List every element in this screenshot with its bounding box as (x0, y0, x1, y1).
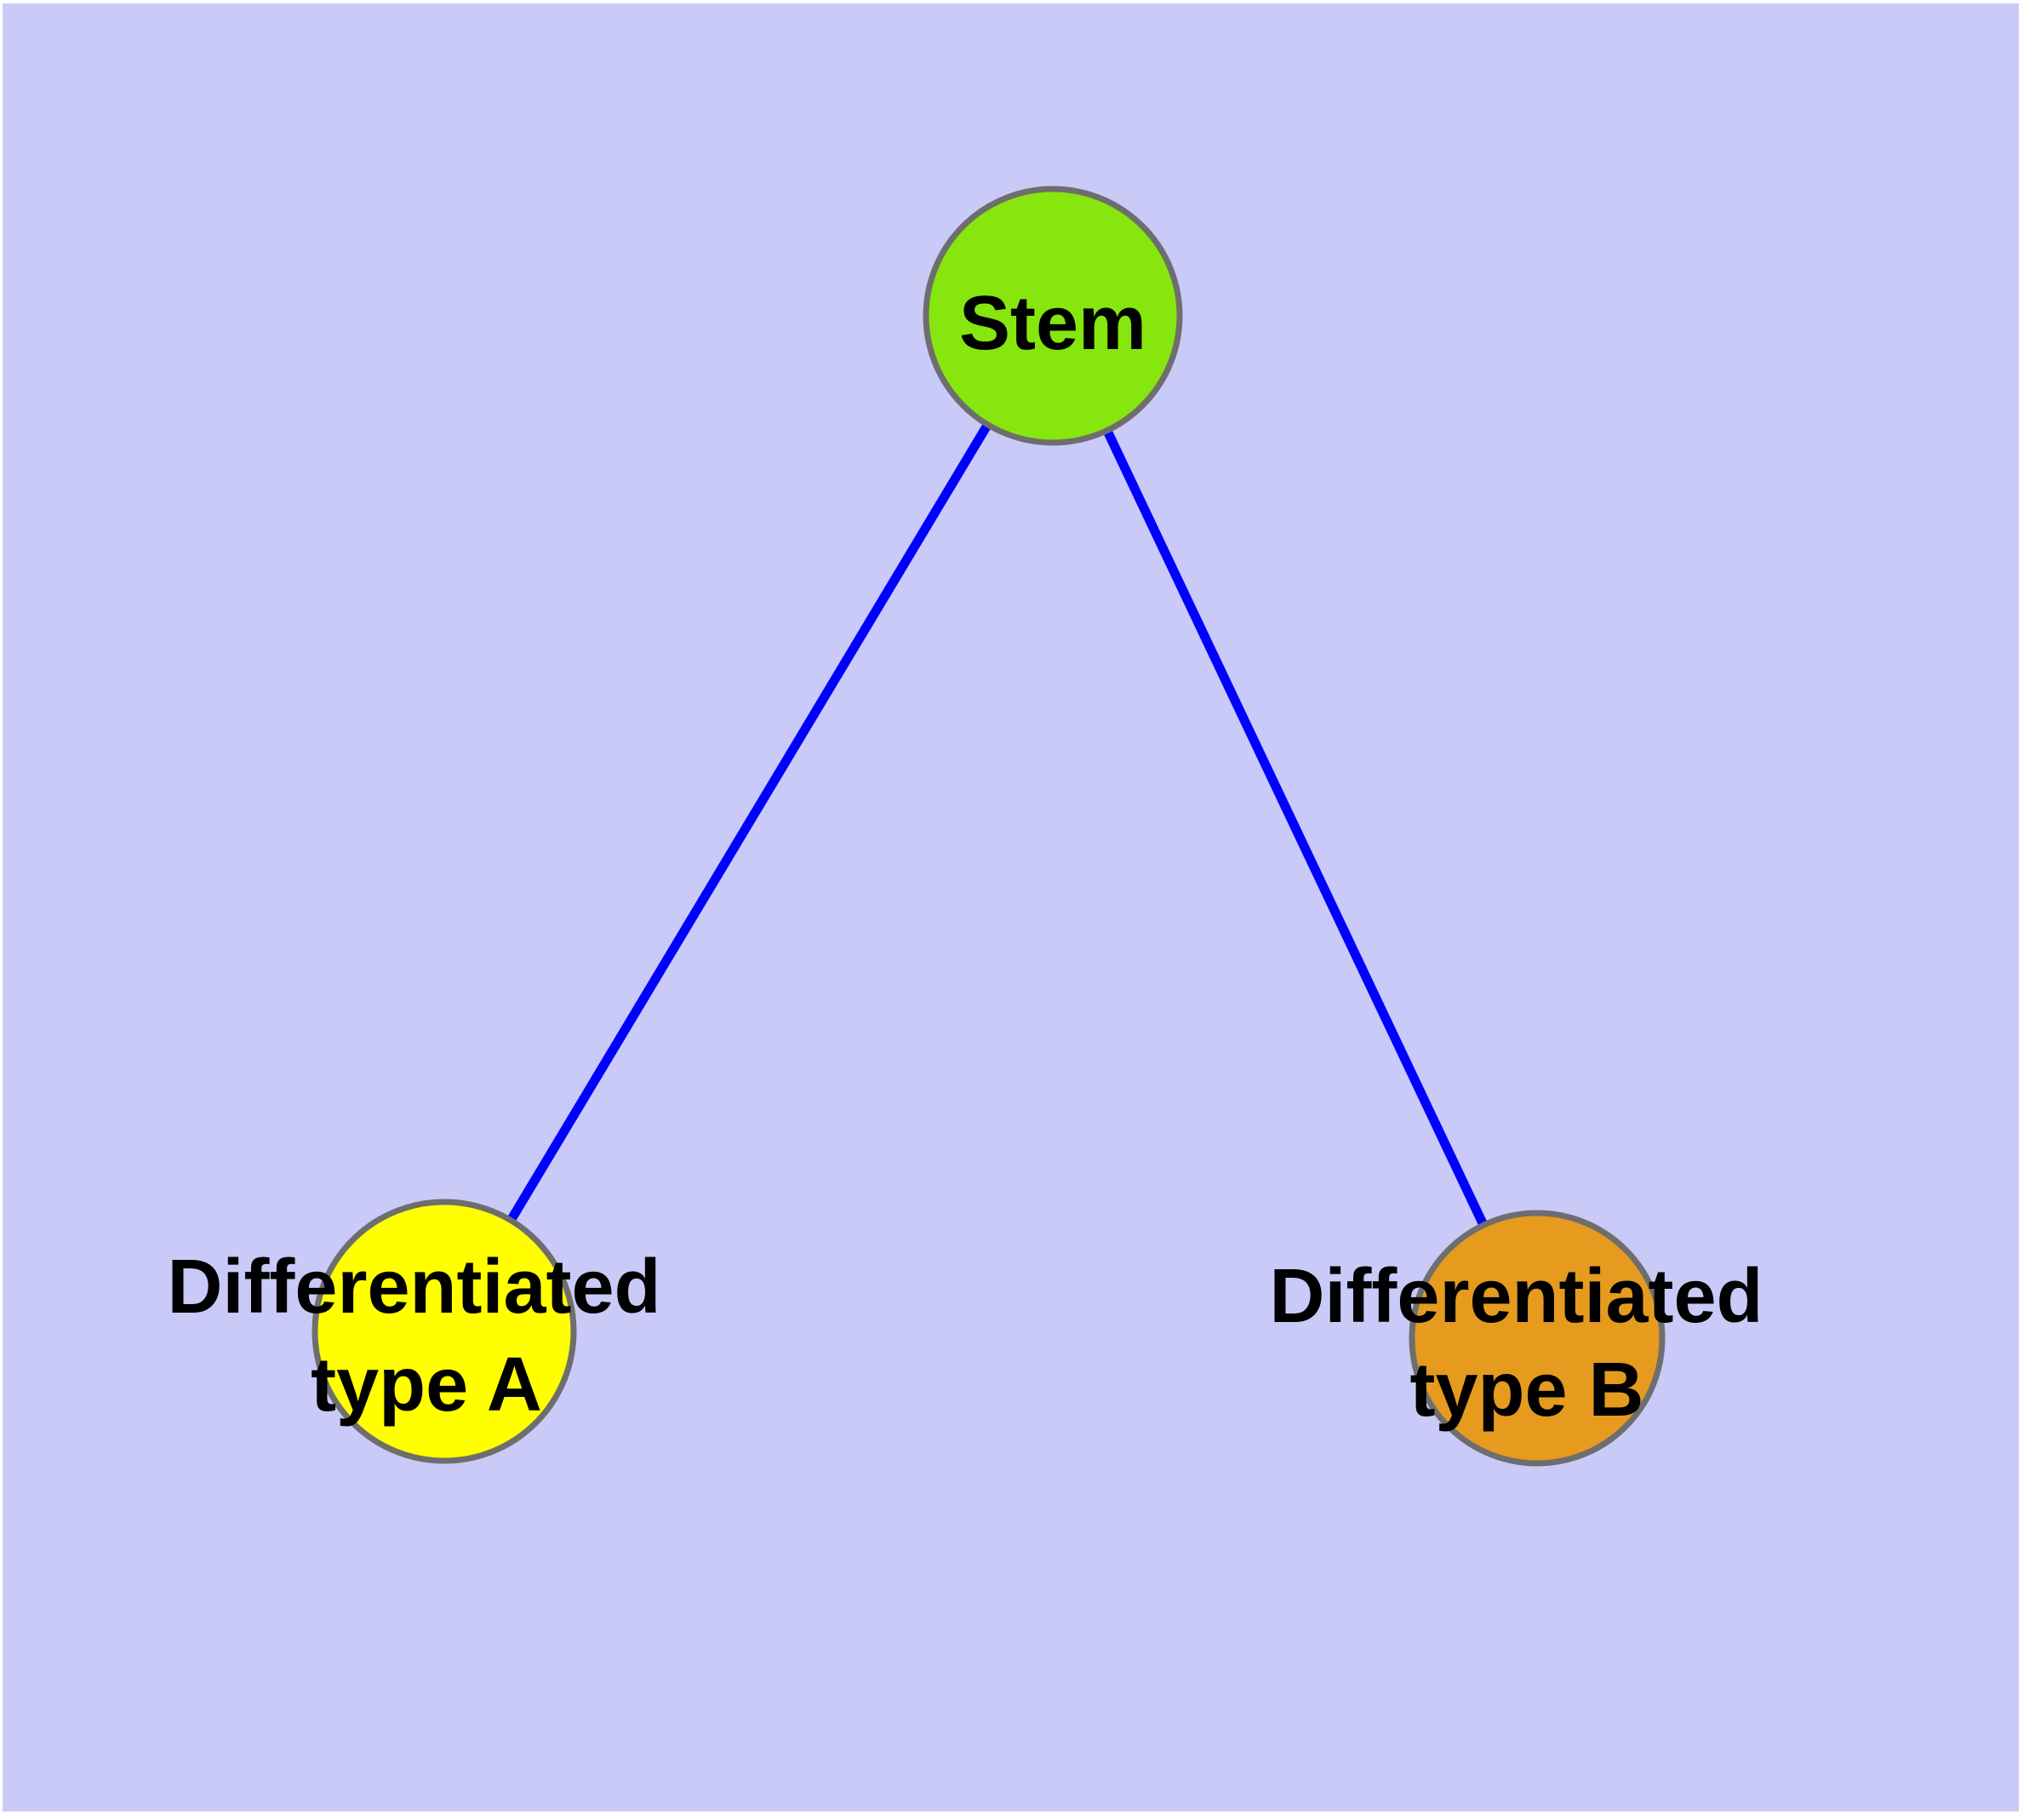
node-type-b-label: Differentiated type B (1269, 1254, 1784, 1433)
edge-stem-to-type-b (1049, 313, 1541, 1341)
node-type-b-circle (1409, 1210, 1666, 1467)
node-type-b-label-line1: Differentiated (1269, 1254, 1763, 1339)
node-type-b-label-line2: type B (1409, 1348, 1643, 1433)
node-type-a-label-line2: type A (311, 1342, 542, 1428)
node-type-a-label: Differentiated type A (167, 1245, 682, 1428)
node-differentiated-type-b: Differentiated type B (1269, 1210, 1784, 1467)
edge-stem-to-type-a (440, 313, 1057, 1334)
node-type-a-circle (311, 1199, 577, 1464)
node-stem-label: Stem (959, 281, 1146, 366)
node-stem: Stem (923, 186, 1183, 446)
node-type-a-label-line1: Differentiated (167, 1245, 660, 1330)
node-differentiated-type-a: Differentiated type A (167, 1199, 682, 1464)
node-stem-circle (923, 186, 1183, 446)
